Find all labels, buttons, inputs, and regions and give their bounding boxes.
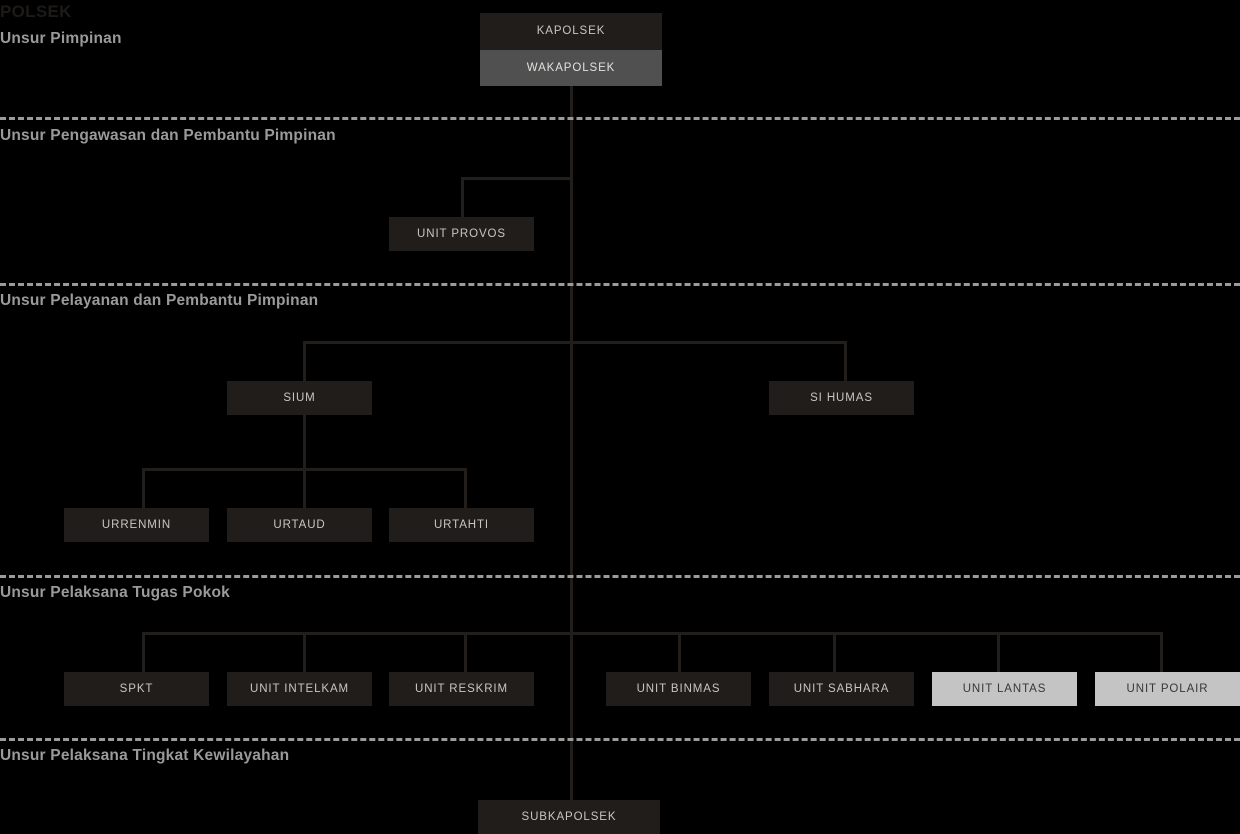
node-unit-lantas[interactable]: UNIT LANTAS (932, 672, 1077, 706)
node-unit-provos[interactable]: UNIT PROVOS (389, 217, 534, 251)
connector-pelaksana-horizontal (142, 632, 1163, 635)
connector-polair-drop (1160, 632, 1163, 673)
connector-sabhara-drop (833, 632, 836, 673)
section-heading-pimpinan: Unsur Pimpinan (0, 30, 122, 47)
node-unit-sabhara[interactable]: UNIT SABHARA (769, 672, 914, 706)
node-spkt[interactable]: SPKT (64, 672, 209, 706)
connector-main-spine (570, 86, 573, 800)
node-unit-intelkam[interactable]: UNIT INTELKAM (227, 672, 372, 706)
connector-binmas-drop (678, 632, 681, 673)
node-unit-reskrim[interactable]: UNIT RESKRIM (389, 672, 534, 706)
node-unit-polair[interactable]: UNIT POLAIR (1095, 672, 1240, 706)
node-si-humas[interactable]: SI HUMAS (769, 381, 914, 415)
connector-sium-humas-horizontal (303, 341, 847, 344)
node-urrenmin[interactable]: URRENMIN (64, 508, 209, 542)
node-unit-binmas[interactable]: UNIT BINMAS (606, 672, 751, 706)
node-wakapolsek[interactable]: WAKAPOLSEK (480, 50, 662, 86)
node-urtahti[interactable]: URTAHTI (389, 508, 534, 542)
connector-provos-horizontal (461, 177, 573, 180)
connector-sium-stem (303, 414, 306, 470)
connector-reskrim-drop (464, 632, 467, 673)
node-sium[interactable]: SIUM (227, 381, 372, 415)
connector-urtahti-drop (464, 468, 467, 509)
connector-sium-drop (303, 341, 306, 381)
section-heading-pelaksana: Unsur Pelaksana Tugas Pokok (0, 584, 230, 601)
connector-provos-drop (461, 177, 464, 217)
section-heading-kewilayahan: Unsur Pelaksana Tingkat Kewilayahan (0, 747, 290, 764)
connector-si-humas-drop (844, 341, 847, 381)
connector-intelkam-drop (303, 632, 306, 673)
connector-urtaud-drop (303, 468, 306, 509)
divider-pengawasan (0, 117, 1240, 120)
connector-urrenmin-drop (142, 468, 145, 509)
node-urtaud[interactable]: URTAUD (227, 508, 372, 542)
section-heading-pelayanan: Unsur Pelayanan dan Pembantu Pimpinan (0, 292, 319, 309)
node-subkapolsek[interactable]: SUBKAPOLSEK (478, 800, 660, 834)
divider-pelaksana (0, 575, 1240, 578)
node-kapolsek[interactable]: KAPOLSEK (480, 13, 662, 50)
page-title: POLSEK (0, 2, 72, 21)
divider-pelayanan (0, 283, 1240, 286)
divider-kewilayahan (0, 738, 1240, 741)
connector-spkt-drop (142, 632, 145, 673)
section-heading-pengawasan: Unsur Pengawasan dan Pembantu Pimpinan (0, 127, 336, 144)
connector-lantas-drop (997, 632, 1000, 673)
